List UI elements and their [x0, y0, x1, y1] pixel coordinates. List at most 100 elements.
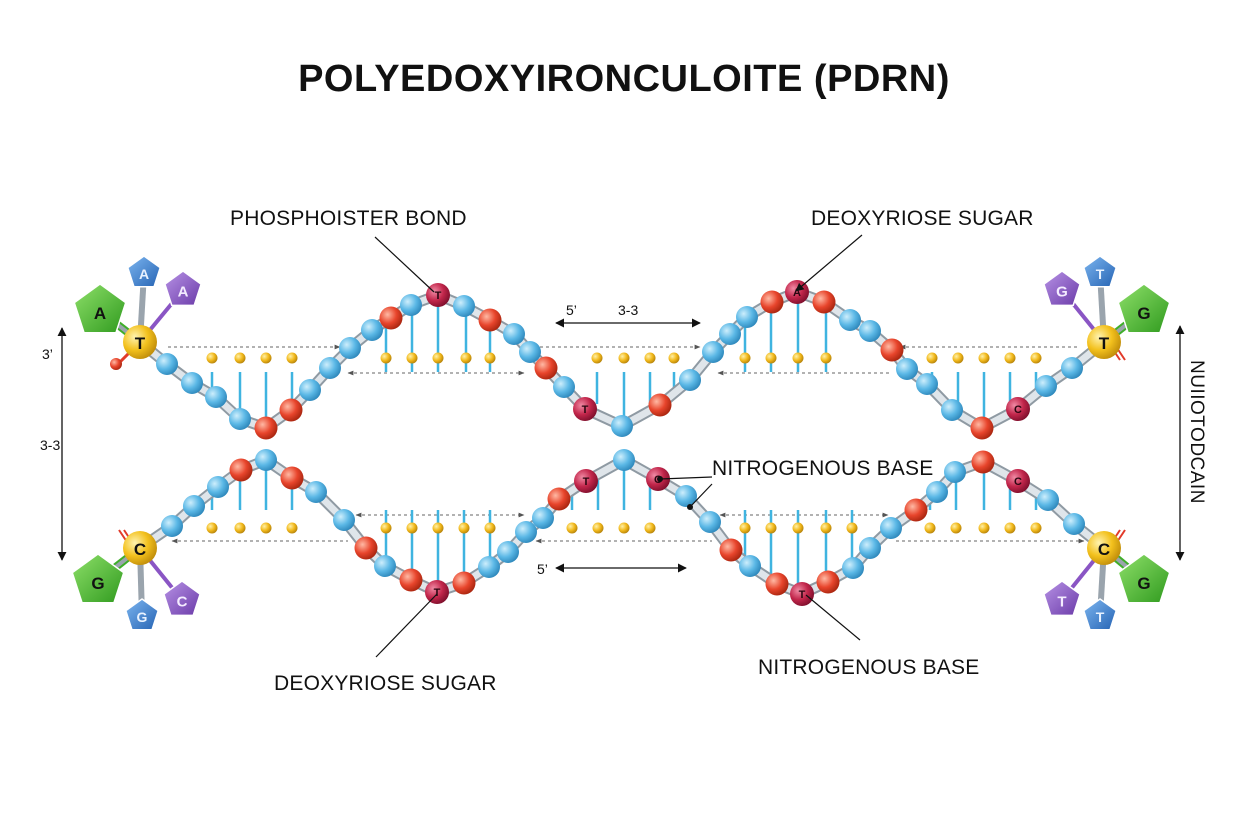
top-bead-27: [760, 290, 784, 314]
bottom-bead-20: [613, 449, 635, 471]
top-rung-9-ball: [591, 352, 603, 364]
top_right-green-letter: G: [1137, 304, 1150, 323]
label-right-axis: NUIIOTODCAIN: [1186, 360, 1207, 504]
bottom-bead-7: [305, 481, 327, 503]
bottom-bead-28: [816, 570, 840, 594]
dashed-guides: [168, 344, 1085, 544]
top-bead-18: [534, 356, 558, 380]
bottom-bead-27: [790, 582, 814, 606]
top_left-hub-letter: T: [135, 334, 146, 353]
bottom-bead-19: [574, 469, 598, 493]
bottom-bead-2: [183, 495, 205, 517]
top-bead-21: [611, 415, 633, 437]
bottom-rung-13-ball: [739, 522, 751, 534]
label-nitrogenous-base-mid: NITROGENOUS BASE: [712, 457, 934, 480]
bottom-rung-3-ball: [286, 522, 298, 534]
bottom-rung-16-ball: [820, 522, 832, 534]
bottom-bead-10: [374, 555, 396, 577]
bottom-rung-12-ball: [644, 522, 656, 534]
top_right-purple-letter: G: [1056, 283, 1068, 300]
bottom-rung-18-ball: [924, 522, 936, 534]
bottom-bead-4: [229, 458, 253, 482]
top-rung-6-ball: [432, 352, 444, 364]
top-rung-8-ball: [484, 352, 496, 364]
top_left-purple-pentagon: [164, 270, 202, 307]
pointer-nitro-bottom: [805, 594, 861, 641]
bottom-rung-10-ball: [592, 522, 604, 534]
bottom-bead-30: [859, 537, 881, 559]
top-bead-12: [400, 294, 422, 316]
top_right-purple-pentagon: [1043, 270, 1081, 307]
top-rung-19-ball: [978, 352, 990, 364]
top_left-purple-letter: A: [178, 283, 189, 300]
top-rung-15-ball: [792, 352, 804, 364]
top-bead-10: [361, 319, 383, 341]
bottom-rung-9-ball: [566, 522, 578, 534]
pointer-dot-1: [657, 476, 663, 482]
bottom-rung-8-ball: [484, 522, 496, 534]
top-bead-35: [941, 399, 963, 421]
bottom-bead-3: [207, 476, 229, 498]
top_left-red-cap: [110, 358, 122, 370]
top-bead-20: [573, 397, 597, 421]
bottom-rung-19-ball: [950, 522, 962, 534]
bottom_left-hub-letter: C: [134, 540, 146, 559]
top-bead-36: [970, 416, 994, 440]
top-bead-5: [254, 416, 278, 440]
top-bead-39: [1061, 357, 1083, 379]
bottom-bead-15: [497, 541, 519, 563]
bottom-bead-14: [478, 556, 500, 578]
label-center-top-5: 5’: [566, 302, 577, 318]
top-bead-38: [1035, 375, 1057, 397]
bottom_right-hub: [1087, 531, 1121, 565]
bottom_right-hub-letter: C: [1098, 540, 1110, 559]
label-deoxyriose-sugar-bottom: DEOXYRIOSE SUGAR: [274, 672, 497, 695]
bottom-rung-0-ball: [206, 522, 218, 534]
backbone-beads: TTACTTCTC: [156, 280, 1085, 606]
top-rung-5-ball: [406, 352, 418, 364]
label-deoxyriose-sugar-top: DEOXYRIOSE SUGAR: [811, 207, 1034, 230]
bottom-base-bottom_trough_1: T: [434, 587, 441, 599]
bottom-bead-26: [765, 572, 789, 596]
bottom-rung-15-ball: [792, 522, 804, 534]
top-rung-1-ball: [234, 352, 246, 364]
top-bead-15: [478, 308, 502, 332]
bottom-rung-1-ball: [234, 522, 246, 534]
bottom-rung-21-ball: [1004, 522, 1016, 534]
top-bead-3: [205, 386, 227, 408]
top-bead-17: [519, 341, 541, 363]
top-bead-31: [859, 320, 881, 342]
label-center-top-33: 3-3: [618, 302, 639, 318]
top-bead-37: [1006, 397, 1030, 421]
top-rung-12-ball: [668, 352, 680, 364]
top-bead-7: [299, 379, 321, 401]
top-bead-25: [719, 323, 741, 345]
top-bead-19: [553, 376, 575, 398]
top-bead-11: [379, 306, 403, 330]
bottom_right-green-pentagon: [1117, 553, 1171, 604]
bottom-base-bottom_right_red: C: [1014, 476, 1022, 488]
bottom-bead-8: [333, 509, 355, 531]
top-rung-2-ball: [260, 352, 272, 364]
bottom_left-green-letter: G: [91, 574, 104, 593]
top-bead-30: [839, 309, 861, 331]
top-bead-6: [279, 398, 303, 422]
top_right-hub: [1087, 325, 1121, 359]
pointer-lines: [374, 234, 863, 658]
top-rung-20-ball: [1004, 352, 1016, 364]
bottom-rung-17-ball: [846, 522, 858, 534]
bottom_left-purple-letter: C: [177, 593, 188, 610]
top-bead-1: [156, 353, 178, 375]
bottom_right-purple-pentagon: [1043, 580, 1081, 617]
top-bead-24: [702, 341, 724, 363]
bottom-bead-1: [161, 515, 183, 537]
top_left-blue-letter: A: [139, 266, 149, 282]
top_right-blue-letter: T: [1096, 266, 1105, 282]
top-bead-4: [229, 408, 251, 430]
bottom-bead-33: [926, 481, 948, 503]
bottom_right-green-letter: G: [1137, 574, 1150, 593]
